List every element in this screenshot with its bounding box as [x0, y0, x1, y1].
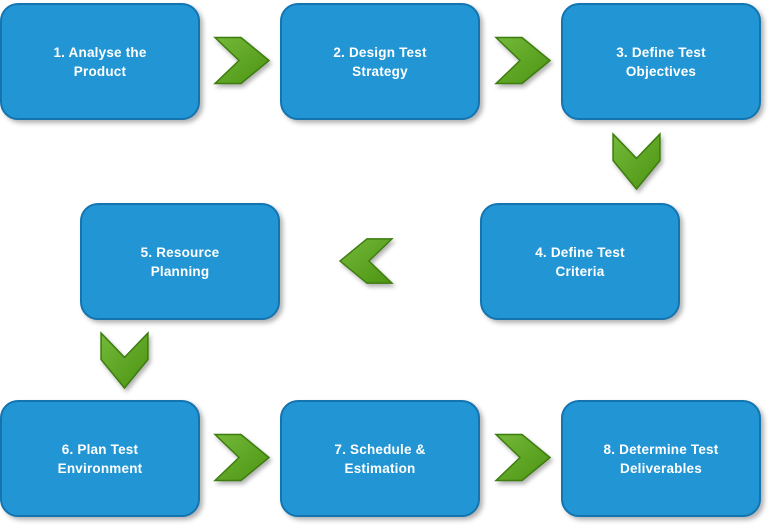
step-box-2-design-test-strategy: 2. Design Test Strategy	[280, 3, 480, 120]
step-label: 6. Plan Test Environment	[58, 440, 143, 478]
step-label-line: 5. Resource	[140, 244, 220, 260]
step-label-line: Product	[73, 63, 127, 79]
step-box-8-determine-test-deliverables: 8. Determine Test Deliverables	[561, 400, 761, 517]
step-label-line: 1. Analyse the	[53, 44, 147, 60]
step-box-3-define-test-objectives: 3. Define Test Objectives	[561, 3, 761, 120]
step-box-6-plan-test-environment: 6. Plan Test Environment	[0, 400, 200, 517]
step-box-7-schedule-estimation: 7. Schedule & Estimation	[280, 400, 480, 517]
step-label: 1. Analyse the Product	[53, 43, 146, 81]
step-label-line: Planning	[150, 263, 210, 279]
step-label-line: 8. Determine Test	[603, 441, 719, 457]
step-label: 7. Schedule & Estimation	[334, 440, 425, 478]
step-label: 4. Define Test Criteria	[535, 243, 625, 281]
step-box-4-define-test-criteria: 4. Define Test Criteria	[480, 203, 680, 320]
connector-7-8-arrow-right-icon	[494, 433, 552, 482]
connector-1-2-arrow-right-icon	[213, 36, 271, 85]
step-label-line: Objectives	[625, 63, 697, 79]
connector-2-3-arrow-right-icon	[494, 36, 552, 85]
step-label: 3. Define Test Objectives	[616, 43, 706, 81]
step-label-line: 4. Define Test	[535, 244, 625, 260]
step-label-line: Strategy	[352, 63, 408, 79]
step-label-line: 7. Schedule &	[334, 441, 426, 457]
connector-5-6-arrow-down-icon	[100, 331, 149, 390]
step-label-line: 6. Plan Test	[61, 441, 139, 457]
step-label-line: Deliverables	[620, 460, 702, 476]
step-box-5-resource-planning: 5. Resource Planning	[80, 203, 280, 320]
step-label-line: Criteria	[555, 263, 605, 279]
step-label-line: Estimation	[344, 460, 416, 476]
connector-6-7-arrow-right-icon	[213, 433, 271, 482]
step-label: 8. Determine Test Deliverables	[604, 440, 719, 478]
step-label: 2. Design Test Strategy	[333, 43, 426, 81]
step-box-1-analyse-the-product: 1. Analyse the Product	[0, 3, 200, 120]
step-label-line: 2. Design Test	[333, 44, 427, 60]
connector-3-4-arrow-down-icon	[612, 132, 661, 191]
step-label: 5. Resource Planning	[141, 243, 220, 281]
connector-4-5-arrow-left-icon	[338, 238, 394, 284]
step-label-line: 3. Define Test	[616, 44, 706, 60]
step-label-line: Environment	[57, 460, 143, 476]
